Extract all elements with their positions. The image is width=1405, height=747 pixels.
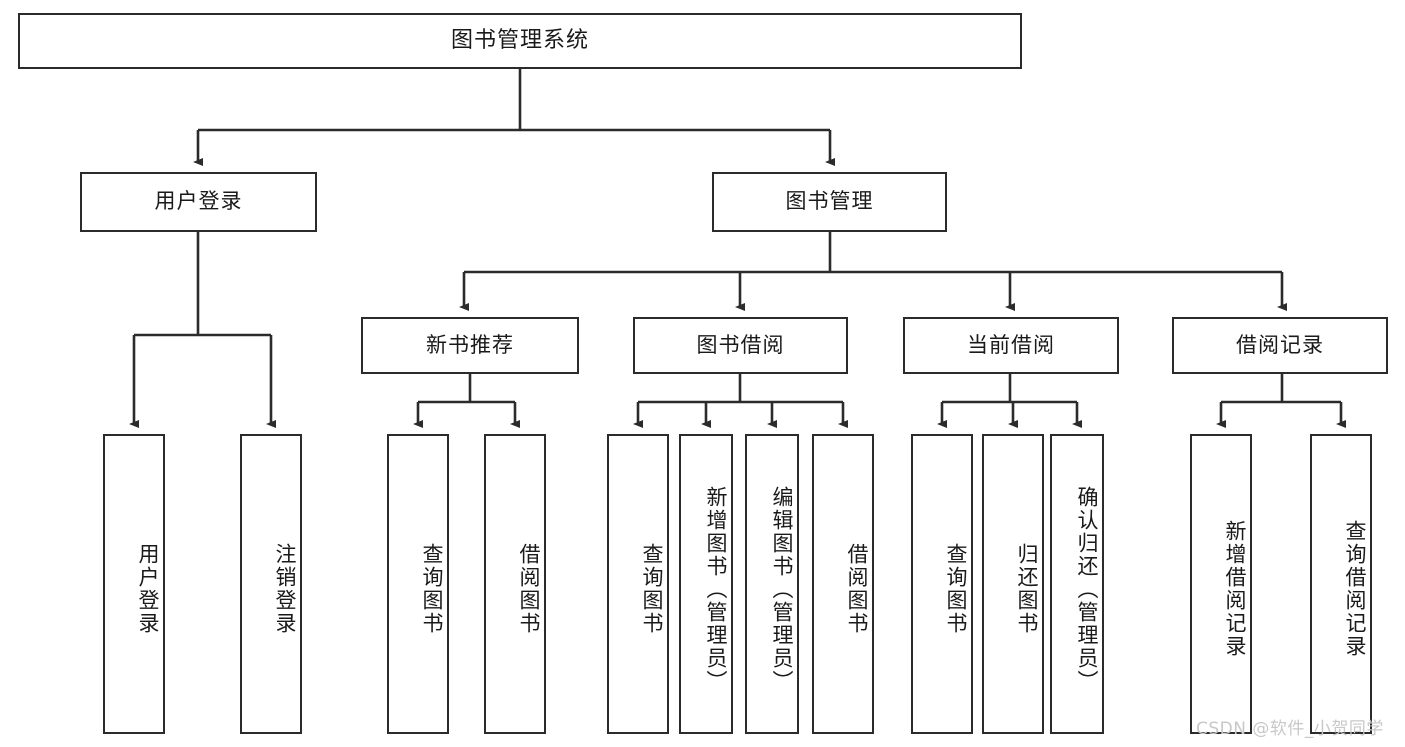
leaf-borrow-book-newbook[interactable]: 借阅图书 — [484, 434, 546, 734]
leaf-query-borrow-record[interactable]: 查询借阅记录 — [1310, 434, 1372, 734]
node-current-borrow-label: 当前借阅 — [967, 332, 1055, 357]
node-root[interactable]: 图书管理系统 — [18, 13, 1022, 69]
leaf-borrow-book[interactable]: 借阅图书 — [812, 434, 874, 734]
node-borrow-records[interactable]: 借阅记录 — [1172, 317, 1388, 374]
node-new-book-recommend[interactable]: 新书推荐 — [361, 317, 579, 374]
leaf-add-book-admin-label: 新增图书（管理员） — [704, 485, 728, 693]
node-book-management-label: 图书管理 — [785, 189, 874, 214]
node-book-management[interactable]: 图书管理 — [712, 172, 947, 232]
node-new-book-recommend-label: 新书推荐 — [426, 332, 514, 357]
node-book-borrow[interactable]: 图书借阅 — [633, 317, 848, 374]
leaf-add-borrow-record[interactable]: 新增借阅记录 — [1190, 434, 1252, 734]
leaf-edit-book-admin-label: 编辑图书（管理员） — [770, 485, 794, 693]
leaf-borrow-book-newbook-label: 借阅图书 — [517, 543, 541, 635]
leaf-query-book-borrow-label: 查询图书 — [640, 543, 664, 635]
csdn-watermark: CSDN @软件_小贺同学 — [1196, 719, 1384, 739]
leaf-borrow-book-label: 借阅图书 — [845, 543, 869, 635]
leaf-query-book-current[interactable]: 查询图书 — [911, 434, 973, 734]
leaf-query-book-current-label: 查询图书 — [944, 543, 968, 635]
leaf-query-book-borrow[interactable]: 查询图书 — [607, 434, 669, 734]
leaf-add-book-admin[interactable]: 新增图书（管理员） — [679, 434, 733, 734]
leaf-confirm-return-admin[interactable]: 确认归还（管理员） — [1050, 434, 1104, 734]
leaf-logout-label: 注销登录 — [273, 543, 297, 635]
node-borrow-records-label: 借阅记录 — [1236, 332, 1324, 357]
leaf-add-borrow-record-label: 新增借阅记录 — [1223, 520, 1247, 658]
leaf-return-book-label: 归还图书 — [1015, 543, 1039, 635]
node-user-login-label: 用户登录 — [154, 189, 243, 214]
node-user-login[interactable]: 用户登录 — [80, 172, 317, 232]
leaf-query-book-newbook-label: 查询图书 — [420, 543, 444, 635]
leaf-logout[interactable]: 注销登录 — [240, 434, 302, 734]
leaf-edit-book-admin[interactable]: 编辑图书（管理员） — [745, 434, 799, 734]
leaf-user-login-label: 用户登录 — [136, 543, 160, 635]
node-book-borrow-label: 图书借阅 — [696, 332, 785, 357]
leaf-user-login[interactable]: 用户登录 — [103, 434, 165, 734]
node-current-borrow[interactable]: 当前借阅 — [903, 317, 1119, 374]
leaf-query-borrow-record-label: 查询借阅记录 — [1343, 520, 1367, 658]
node-root-label: 图书管理系统 — [450, 27, 589, 53]
leaf-return-book[interactable]: 归还图书 — [982, 434, 1044, 734]
leaf-confirm-return-admin-label: 确认归还（管理员） — [1075, 485, 1099, 693]
leaf-query-book-newbook[interactable]: 查询图书 — [387, 434, 449, 734]
